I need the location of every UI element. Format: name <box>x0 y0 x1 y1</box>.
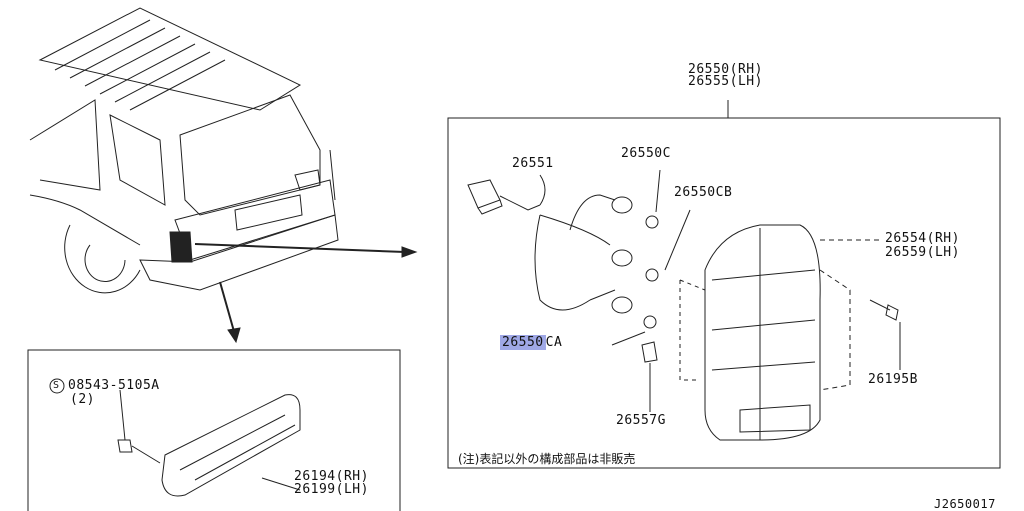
vehicle-wheel <box>64 224 141 294</box>
tail-lamp-lens <box>704 224 821 441</box>
vehicle-side-window <box>109 114 166 206</box>
part-label-26550c[interactable]: 26550C <box>621 146 671 161</box>
part-quantity: (2) <box>70 392 95 407</box>
diagram-id: J2650017 <box>934 497 996 511</box>
standard-part-symbol: S <box>53 380 60 391</box>
part-label-26551[interactable]: 26551 <box>512 156 554 171</box>
part-label-26557g[interactable]: 26557G <box>616 413 666 428</box>
part-label-26559lh[interactable]: 26559(LH) <box>885 245 960 260</box>
part-label-26550rh[interactable]: 26550(RH) <box>688 62 763 77</box>
footnote: (注)表記以外の構成部品は非販売 <box>458 452 636 466</box>
part-label-26550cb[interactable]: 26550CB <box>674 185 733 200</box>
part-suffix: CA <box>545 335 563 350</box>
side-lamp-box <box>27 349 401 511</box>
vehicle-bumper <box>139 214 339 291</box>
part-label-26554rh[interactable]: 26554(RH) <box>885 231 960 246</box>
part-label-26195b[interactable]: 26195B <box>868 372 918 387</box>
part-label-26199lh[interactable]: 26199(LH) <box>294 482 369 497</box>
vehicle-rear-window <box>179 94 321 216</box>
vehicle-roof <box>38 7 302 111</box>
part-label-26194rh[interactable]: 26194(RH) <box>294 469 369 484</box>
highlighted-part-number: 26550 <box>500 335 546 350</box>
part-label-26555lh[interactable]: 26555(LH) <box>688 74 763 89</box>
lamp-assembly-box <box>447 117 1001 469</box>
side-marker-lamp <box>161 394 301 497</box>
part-label-08543-5105a[interactable]: 08543-5105A <box>68 378 160 393</box>
